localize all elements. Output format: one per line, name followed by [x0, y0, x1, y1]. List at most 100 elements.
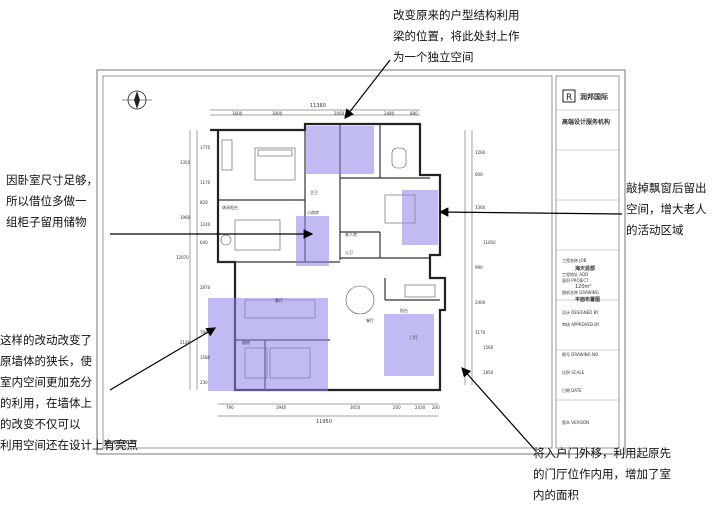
north-arrow-icon	[122, 90, 152, 110]
annotation-top-line: 改变原来的户型结构利用	[393, 8, 520, 22]
arrow-top	[344, 59, 391, 119]
annotation-bottom-line: 将入户门外移，利用起原先	[533, 446, 671, 460]
dim-right-8: 1850	[483, 370, 494, 375]
annotation-bottom: 将入户门外移，利用起原先 的门厅位作内用，增加了室 内的面积	[533, 443, 671, 506]
zone-new-room	[306, 126, 374, 174]
dim-left-12: 230	[200, 380, 208, 385]
zone-entry	[384, 314, 434, 376]
title-line-5: 审核 APPROVED BY	[562, 322, 600, 327]
annotation-left-bottom-line: 原墙体的狭长，使	[0, 354, 92, 368]
annotation-left-top-line: 组柜子留用储物	[6, 215, 87, 229]
annotation-right: 敲掉飘窗后留出 空间，增大老人 的活动区域	[626, 178, 707, 241]
dim-right-2: 3360	[475, 205, 486, 210]
dim-top-4: 880	[410, 111, 418, 116]
title-line-4: 设计 DESIGNED BY	[562, 310, 599, 315]
annotation-left-top-line: 所以借位多做一	[6, 194, 87, 208]
title-block-lines	[556, 109, 619, 401]
title-logo: 润邦国际	[580, 93, 608, 101]
annotation-left-bottom-line: 利用空间还在设计上有亮点	[0, 438, 138, 452]
title-project: 海天蓝郡	[575, 266, 596, 272]
annotation-bottom-line: 的门厅位作内用，增加了室	[533, 467, 671, 481]
room-den: 休闲阳台	[222, 205, 238, 210]
title-block-frame	[555, 75, 620, 449]
annotation-left-top-line: 因卧室尺寸足够，	[6, 173, 98, 187]
title-line-2: 面积 PROJECT	[562, 278, 589, 283]
room-entry: 门厅	[410, 335, 418, 340]
dim-bottom-3: 200	[393, 405, 401, 410]
zone-elder	[402, 190, 438, 245]
highlighted-zones	[208, 126, 438, 391]
annotation-bottom-line: 内的面积	[533, 488, 579, 502]
annotation-right-line: 空间，增大老人	[626, 202, 707, 216]
annotation-top-line: 梁的位置，将此处封上作	[393, 29, 520, 43]
arrow-right	[438, 207, 623, 217]
dim-bottom-1: 3940	[276, 405, 287, 410]
dim-right-7: 2400	[475, 300, 486, 305]
dim-left-6: 640	[200, 240, 208, 245]
annotation-right-line: 的活动区域	[626, 223, 684, 237]
dim-left-9: 790	[200, 330, 208, 335]
title-line-9: 版本 VERSION	[562, 420, 590, 425]
dim-left-11: 1580	[200, 355, 211, 360]
scale-label: 1A-08-00TS	[104, 440, 137, 446]
annotation-left-bottom-line: 的改变不仅可以	[0, 417, 81, 431]
room-dining: 餐厅	[366, 318, 374, 323]
annotation-left-bottom-line: 的利用，在墙体上	[0, 396, 92, 410]
dim-left-7: 12970	[176, 255, 189, 260]
title-line-0: 工程名称 JOB	[562, 258, 587, 263]
dim-top-3: 2480	[384, 111, 395, 116]
title-line-6: 图号 DRAWING NO.	[562, 352, 600, 357]
title-line-7: 比例 SCALE	[562, 370, 585, 375]
dim-top-2: 2060	[334, 111, 345, 116]
dim-right-0: 1260	[475, 150, 486, 155]
dim-right-3: 11850	[483, 240, 496, 245]
annotation-left-top: 因卧室尺寸足够， 所以借位多做一 组柜子留用储物	[6, 170, 98, 233]
dim-left-4: 1960	[180, 215, 191, 220]
annotation-top: 改变原来的户型结构利用 梁的位置，将此处封上作 为一个独立空间	[393, 5, 520, 68]
title-company: 高端设计服务机构	[562, 119, 611, 126]
svg-text:R: R	[566, 93, 572, 103]
dim-left-10: 2140	[180, 340, 191, 345]
dim-bottom-0: 790	[226, 405, 234, 410]
title-line-3: 图纸名称 DRAWING	[562, 290, 599, 295]
room-living: 客厅	[275, 298, 283, 303]
dim-top-0: 1600	[232, 111, 243, 116]
dim-bottom-4: 2430	[415, 405, 426, 410]
title-line-1: 工程地址 ADD	[562, 272, 589, 277]
dim-bottom-total: 11950	[316, 419, 332, 425]
title-area: 120m²	[575, 284, 592, 290]
annotation-arrows	[109, 59, 623, 451]
title-drawing: 平面布置图	[575, 297, 601, 303]
dim-bottom-2: 3650	[350, 405, 361, 410]
dim-right-5: 1170	[475, 330, 486, 335]
annotation-right-line: 敲掉飘窗后留出	[626, 181, 707, 195]
annotation-top-line: 为一个独立空间	[393, 50, 474, 64]
title-line-8: 日期 DATE	[562, 388, 582, 393]
dim-right-1: 600	[475, 172, 483, 177]
arrow-bottom	[461, 367, 536, 451]
dim-left-8: 2870	[200, 285, 211, 290]
dim-top-total: 11360	[310, 103, 326, 109]
dim-bottom-5: 200	[432, 405, 440, 410]
room-elder: 老人房	[345, 232, 357, 237]
dim-left-0: 1770	[200, 145, 211, 150]
room-kitchen: 厨房	[242, 340, 250, 345]
dim-top-1: 3000	[272, 111, 283, 116]
annotation-left-bottom-line: 室内空间更加充分	[0, 375, 92, 389]
dim-left-3: 820	[200, 200, 208, 205]
room-kids: 小孩房	[307, 210, 319, 215]
dim-left-5: 1240	[200, 222, 211, 227]
sheet-inner-border	[102, 75, 553, 449]
zone-living-dining	[208, 298, 328, 391]
annotation-left-bottom: 这样的改动改变了 原墙体的狭长，使 室内空间更加充分 的利用，在墙体上 的改变不…	[0, 330, 138, 456]
annotation-left-bottom-line: 这样的改动改变了	[0, 333, 92, 347]
logo-icon: R	[562, 89, 576, 103]
arrow-left-bottom	[109, 327, 217, 391]
dim-left-1: 3350	[180, 160, 191, 165]
dim-right-6: 1560	[483, 345, 494, 350]
room-master-bath: 主卫	[310, 190, 318, 195]
dim-right-4: 990	[475, 265, 483, 270]
room-balcony: 阳台	[400, 308, 408, 313]
